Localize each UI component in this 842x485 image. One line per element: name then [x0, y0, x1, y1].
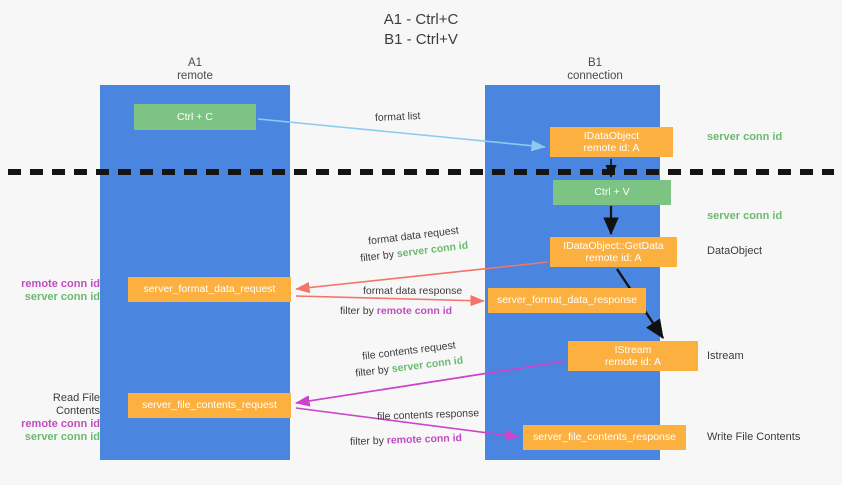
label-server-conn-id-top: server conn id [707, 131, 783, 143]
title-line-2: B1 - Ctrl+V [384, 31, 458, 48]
filter-by-label-1: filter by [359, 248, 398, 265]
label-dataobject: DataObject [707, 245, 763, 257]
column-a1-name: A1 [187, 57, 203, 69]
box-ctrl-c[interactable]: Ctrl + C [134, 104, 256, 130]
column-b1-name: B1 [587, 57, 603, 69]
label-istream: Istream [707, 350, 744, 362]
remote-conn-id-1: remote conn id [376, 305, 453, 317]
box-idataobject-label: IDataObject [583, 129, 640, 142]
label-conn-ids-format: remote conn id server conn id [8, 278, 100, 304]
box-server-file-contents-response-label: server_file_contents_response [532, 431, 676, 444]
box-server-format-data-response[interactable]: server_format_data_response [488, 288, 646, 313]
filter-by-label-4: filter by [349, 434, 387, 448]
box-ctrl-v[interactable]: Ctrl + V [553, 180, 671, 205]
caption-format-data-response: format data response [363, 285, 463, 297]
box-idataobject-getdata[interactable]: IDataObject::GetData remote id: A [550, 237, 677, 267]
title-line-1: A1 - Ctrl+C [383, 11, 459, 28]
box-server-file-contents-request[interactable]: server_file_contents_request [128, 393, 291, 418]
column-header-a1: A1 remote [120, 57, 270, 83]
label-remote-conn-id-1: remote conn id [21, 278, 100, 290]
label-server-conn-id-mid: server conn id [707, 210, 783, 222]
box-istream[interactable]: IStream remote id: A [568, 341, 698, 371]
label-read-file-contents: Read File Contents [52, 392, 100, 417]
column-b1-subtitle: connection [567, 70, 623, 82]
label-remote-conn-id-2: remote conn id [21, 418, 100, 430]
box-server-file-contents-response[interactable]: server_file_contents_response [523, 425, 686, 450]
box-ctrl-v-label: Ctrl + V [594, 186, 630, 199]
column-header-b1: B1 connection [520, 57, 670, 83]
remote-conn-id-2: remote conn id [386, 432, 463, 447]
box-ctrl-c-label: Ctrl + C [177, 110, 213, 123]
box-istream-sub: remote id: A [604, 356, 662, 368]
caption-format-list: format list [374, 110, 421, 124]
label-write-file-contents: Write File Contents [707, 431, 801, 443]
box-idataobject[interactable]: IDataObject remote id: A [550, 127, 673, 157]
caption-file-contents-response-filter: filter by remote conn id [350, 432, 462, 449]
box-server-format-data-response-label: server_format_data_response [496, 294, 638, 307]
box-getdata-label: IDataObject::GetData [563, 239, 664, 252]
column-a1-subtitle: remote [177, 70, 213, 82]
box-server-format-data-request-label: server_format_data_request [143, 283, 276, 296]
page-title: A1 - Ctrl+C B1 - Ctrl+V [0, 10, 842, 50]
box-server-format-data-request[interactable]: server_format_data_request [128, 277, 291, 302]
caption-format-data-response-filter: filter by remote conn id [340, 305, 452, 318]
box-idataobject-sub: remote id: A [583, 142, 640, 154]
box-getdata-sub: remote id: A [585, 252, 642, 264]
label-read-file-contents-group: Read File Contents remote conn id server… [8, 392, 100, 444]
caption-file-contents-response: file contents response [376, 407, 480, 423]
label-server-conn-id-left-2: server conn id [24, 431, 100, 443]
filter-by-label-3: filter by [354, 363, 393, 380]
filter-by-label-2: filter by [340, 305, 377, 317]
box-istream-label: IStream [614, 343, 652, 356]
label-server-conn-id-left-1: server conn id [24, 291, 100, 303]
box-server-file-contents-request-label: server_file_contents_request [142, 399, 277, 412]
